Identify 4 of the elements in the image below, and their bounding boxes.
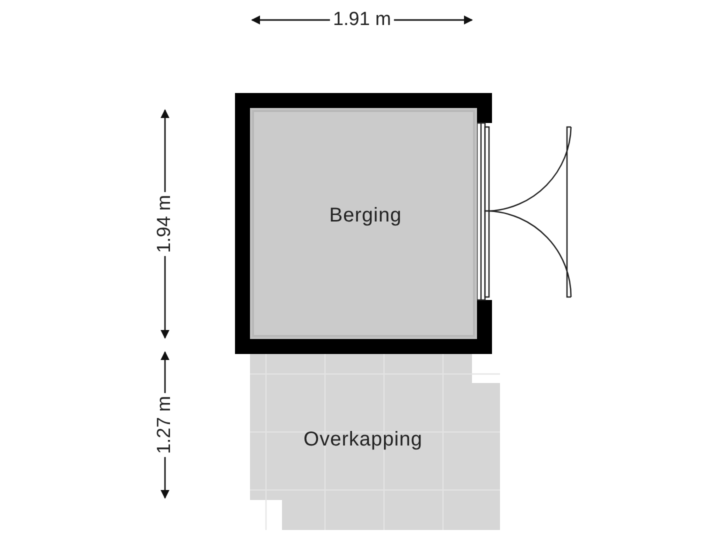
room-label: Berging: [329, 204, 402, 227]
covered-terrace-floor: [250, 354, 500, 530]
room-label: Overkapping: [304, 428, 422, 452]
room-floor: [250, 108, 477, 339]
